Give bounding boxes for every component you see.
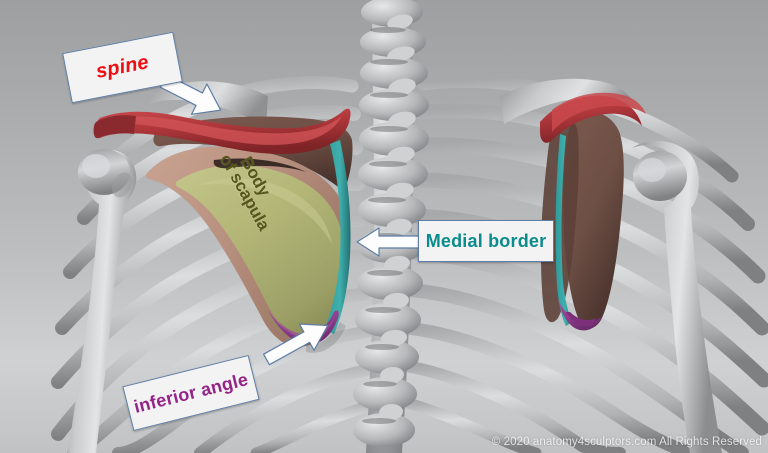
medial-border-callout-arrow bbox=[355, 227, 422, 257]
humerus-left bbox=[68, 149, 137, 453]
callout-spine-label: spine bbox=[94, 51, 151, 83]
callout-medial-border[interactable]: Medial border bbox=[418, 220, 554, 262]
inferior-angle-callout-arrow bbox=[258, 310, 337, 375]
scapula-right bbox=[540, 92, 646, 331]
scapula-left bbox=[93, 108, 353, 353]
spine-callout-arrow bbox=[155, 64, 231, 128]
humerus-right bbox=[632, 140, 722, 453]
callout-medial-border-label: Medial border bbox=[425, 230, 547, 251]
vertebral-column bbox=[353, 0, 429, 453]
clavicle-right bbox=[500, 78, 632, 124]
